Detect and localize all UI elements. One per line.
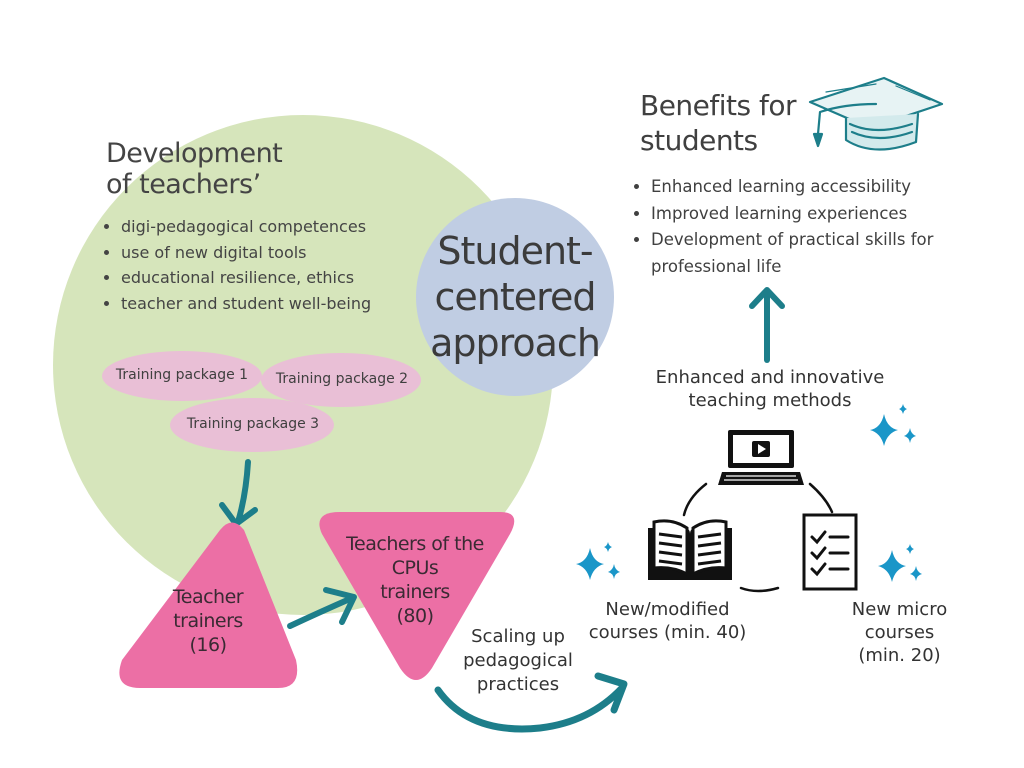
list-item: Improved learning experiences bbox=[651, 201, 981, 228]
cpu-trainers-line: trainers bbox=[380, 581, 450, 603]
cpu-trainers-line: Teachers of the bbox=[346, 533, 484, 555]
development-title-line: of teachers’ bbox=[106, 169, 261, 200]
benefits-title-line: students bbox=[640, 124, 758, 157]
training-package-3-label: Training package 3 bbox=[186, 416, 320, 432]
modified-courses-line: courses (min. 40) bbox=[588, 622, 747, 643]
graduation-cap-icon bbox=[808, 76, 944, 151]
arrow-icon bbox=[287, 587, 357, 629]
book-icon bbox=[648, 519, 732, 580]
micro-courses-line: courses bbox=[864, 622, 935, 643]
arrow-icon bbox=[749, 287, 785, 363]
list-item: Development of practical skills for prof… bbox=[651, 227, 981, 280]
teacher-trainers-line: (16) bbox=[189, 634, 227, 656]
development-list: digi-pedagogical competences use of new … bbox=[103, 214, 441, 316]
list-item: educational resilience, ethics bbox=[121, 265, 441, 291]
micro-courses-label: New micro courses (min. 20) bbox=[842, 598, 957, 667]
teacher-trainers-line: trainers bbox=[173, 610, 243, 632]
center-label-line: centered bbox=[434, 275, 597, 319]
training-package-3-oval bbox=[170, 398, 334, 452]
benefits-title: Benefits for students bbox=[640, 88, 810, 158]
training-package-1-label: Training package 1 bbox=[115, 367, 249, 383]
list-item: use of new digital tools bbox=[121, 240, 441, 266]
teacher-trainers-line: Teacher bbox=[172, 586, 244, 608]
teacher-trainers-triangle bbox=[119, 522, 298, 688]
development-title: Development of teachers’ bbox=[106, 138, 406, 200]
methods-line: teaching methods bbox=[688, 390, 852, 411]
arrow-icon bbox=[434, 672, 628, 733]
sparkle-icon bbox=[870, 404, 916, 446]
student-centered-circle: Student- centered approach bbox=[416, 198, 614, 396]
training-package-2-oval bbox=[261, 353, 421, 407]
scaling-line: practices bbox=[476, 674, 560, 695]
cpu-trainers-line: (80) bbox=[396, 605, 434, 627]
benefits-title-line: Benefits for bbox=[640, 89, 797, 122]
training-package-2-label: Training package 2 bbox=[275, 371, 409, 387]
list-item: digi-pedagogical competences bbox=[121, 214, 441, 240]
laptop-icon bbox=[718, 430, 804, 485]
checklist-icon bbox=[802, 513, 858, 591]
sparkle-icon bbox=[878, 544, 922, 582]
micro-courses-line: (min. 20) bbox=[858, 645, 941, 666]
list-item: teacher and student well-being bbox=[121, 291, 441, 317]
benefits-list: Enhanced learning accessibility Improved… bbox=[633, 174, 981, 280]
cpu-trainers-triangle bbox=[319, 512, 515, 680]
sparkle-icon bbox=[576, 542, 620, 580]
teacher-trainers-label: Teacher trainers (16) bbox=[148, 585, 268, 657]
cycle-arcs bbox=[682, 482, 834, 593]
center-label-line: approach bbox=[430, 321, 601, 365]
center-label-line: Student- bbox=[437, 229, 593, 273]
development-title-line: Development bbox=[106, 138, 283, 169]
cpu-trainers-line: CPUs bbox=[391, 557, 439, 579]
modified-courses-line: New/modified bbox=[605, 599, 730, 620]
scaling-line: pedagogical bbox=[463, 650, 573, 671]
training-package-1-oval bbox=[102, 351, 262, 401]
scaling-label: Scaling up pedagogical practices bbox=[458, 625, 578, 697]
cpu-trainers-label: Teachers of the CPUs trainers (80) bbox=[330, 532, 500, 628]
micro-courses-line: New micro bbox=[851, 599, 948, 620]
list-item: Enhanced learning accessibility bbox=[651, 174, 981, 201]
methods-line: Enhanced and innovative bbox=[655, 367, 885, 388]
scaling-line: Scaling up bbox=[471, 626, 565, 647]
modified-courses-label: New/modified courses (min. 40) bbox=[585, 598, 750, 644]
methods-label: Enhanced and innovative teaching methods bbox=[650, 366, 890, 412]
